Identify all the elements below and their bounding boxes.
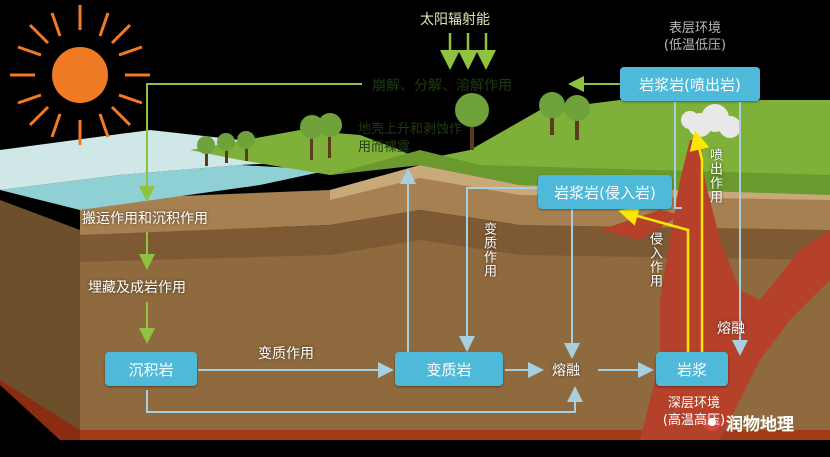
burial-label: 埋藏及成岩作用	[88, 280, 186, 296]
surface-environment-line1: 表层环境	[668, 21, 721, 36]
transport-label: 搬运作用和沉积作用	[82, 211, 208, 227]
metamorphic-rock-box: 变质岩	[395, 352, 503, 386]
melting-right-label: 熔融	[717, 321, 745, 337]
melting-middle-label: 熔融	[552, 363, 580, 379]
uplift-label: 地壳上升和剥蚀作用而裸露	[358, 122, 463, 155]
sun-icon	[10, 5, 150, 145]
intrusive-rock-box: 岩浆岩(侵入岩)	[538, 175, 672, 209]
weathering-label: 崩解、分解、溶解作用	[372, 78, 512, 94]
green-flow-arrows	[139, 76, 620, 344]
solar-energy-label: 太阳辐射能	[420, 12, 490, 28]
deep-environment-label: 深层环境 (高温高压)	[654, 395, 734, 429]
process-arrows	[146, 102, 748, 413]
magma-arrows	[618, 130, 710, 352]
eruption-cloud-icon	[681, 104, 741, 138]
deep-environment-line1: 深层环境	[667, 396, 720, 411]
radiation-arrows	[440, 33, 496, 70]
watermark-text: 润物地理	[726, 415, 794, 435]
sea	[0, 165, 330, 210]
sedimentary-rock-box: 沉积岩	[105, 352, 197, 386]
metamorphism-horizontal-label: 变质作用	[258, 346, 314, 362]
eruption-label: 喷出作用	[707, 148, 722, 204]
surface-environment-label: 表层环境 (低温低压)	[655, 20, 735, 54]
magma-box: 岩浆	[656, 352, 728, 386]
watermark-logo-icon	[703, 413, 721, 431]
intrusion-label: 侵入作用	[647, 232, 662, 288]
deep-environment-line2: (高温高压)	[662, 413, 726, 428]
tree-icons	[197, 92, 590, 166]
metamorphism-vertical-label: 变质作用	[481, 222, 496, 278]
extrusive-rock-box: 岩浆岩(喷出岩)	[620, 67, 760, 101]
surface-environment-line2: (低温低压)	[663, 38, 727, 53]
